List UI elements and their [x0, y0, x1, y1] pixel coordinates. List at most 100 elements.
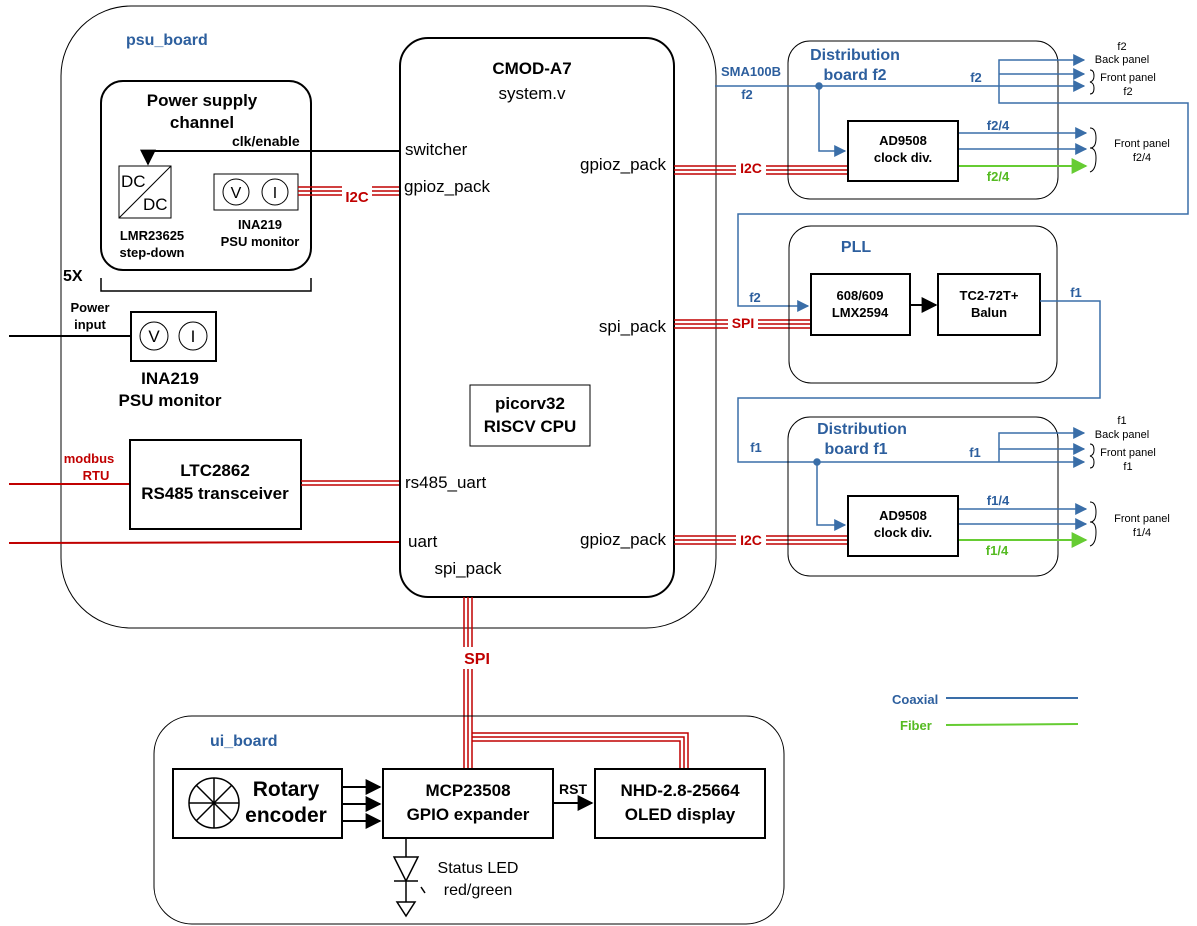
dc-bottom-label: DC [143, 195, 168, 214]
ina-input-label-1: INA219 [141, 369, 199, 388]
i2c-ina-label: I2C [345, 189, 369, 206]
f1-div4-green-label: f1/4 [986, 543, 1009, 558]
ina-channel-label-1: INA219 [238, 217, 282, 232]
mcp-label-1: MCP23508 [425, 781, 510, 800]
multiplier-bracket [100, 278, 312, 292]
encoder-to-mcp-lines [342, 779, 382, 829]
dist-f1-title-2: board f1 [824, 441, 887, 458]
ina-input-label-2: PSU monitor [119, 391, 222, 410]
rs485-bus [301, 480, 400, 486]
f1-div-brace [1089, 501, 1097, 547]
ina-channel-v: V [231, 185, 242, 202]
dc-top-label: DC [121, 172, 146, 191]
mcp-label-2: GPIO expander [407, 805, 530, 824]
psu-board-outline [60, 5, 717, 629]
port-gpioz-right-top: gpioz_pack [580, 155, 667, 174]
f1-div-front-panel-2: f1/4 [1133, 527, 1151, 539]
f1-front-panel: Front panel [1100, 447, 1156, 459]
led-label-1: Status LED [438, 860, 519, 877]
tc2-balun [937, 273, 1041, 336]
modbus-label-2: RTU [83, 468, 110, 483]
f2-div-front-panel-1: Front panel [1114, 138, 1170, 150]
f2-div4-blue-label: f2/4 [987, 118, 1010, 133]
power-channel-title-2: channel [170, 113, 234, 132]
dist-f2-title-1: Distribution [810, 47, 900, 64]
f2-div4-green-label: f2/4 [987, 169, 1010, 184]
port-rs485: rs485_uart [405, 473, 487, 492]
f1-div4-blue-label: f1/4 [987, 493, 1010, 508]
sma-label-2: f2 [741, 87, 753, 102]
modbus-label-1: modbus [64, 451, 115, 466]
dcdc-converter [118, 165, 172, 219]
distribution-board-f2 [787, 40, 1059, 200]
cmod-a7-box [399, 37, 675, 598]
i2c-bottom-label: I2C [740, 532, 762, 548]
ltc-label-2: RS485 transceiver [141, 484, 289, 503]
f1-div-front-panel-1: Front panel [1114, 513, 1170, 525]
power-channel-title-1: Power supply [147, 91, 258, 110]
dist-f2-f2-label: f2 [970, 70, 982, 85]
legend-fiber-label: Fiber [900, 718, 932, 733]
lmr-label-2: step-down [120, 245, 185, 260]
dist-f2-coax [715, 54, 1189, 312]
power-input-label-2: input [74, 317, 106, 332]
psu-board-title: psu_board [126, 32, 208, 49]
rotary-label-2: encoder [245, 804, 327, 827]
pll-out-label: f1 [1070, 285, 1082, 300]
rotary-label-1: Rotary [253, 778, 320, 801]
f1-back-panel-f: f1 [1117, 415, 1126, 427]
port-uart: uart [408, 532, 438, 551]
f1-front-panel-f: f1 [1123, 461, 1132, 473]
lmr-label-1: LMR23625 [120, 228, 184, 243]
balun-label-1: TC2-72T+ [960, 288, 1019, 303]
f2-front-panel: Front panel [1100, 72, 1156, 84]
dist-f1-f1-label: f1 [969, 445, 981, 460]
f2-front-brace [1089, 69, 1095, 95]
f1-back-panel: Back panel [1095, 429, 1149, 441]
oled-label-1: NHD-2.8-25664 [620, 781, 740, 800]
rst-label: RST [559, 781, 587, 797]
led-label-2: red/green [444, 882, 513, 899]
cmod-subtitle: system.v [498, 84, 566, 103]
picorv32-cpu [469, 384, 591, 447]
dist-f1-title-1: Distribution [817, 421, 907, 438]
ad9508-f1-label-2: clock div. [874, 525, 932, 540]
dist-f1-coax [813, 427, 1088, 531]
ad9508-f2-label-2: clock div. [874, 150, 932, 165]
port-spi-right: spi_pack [599, 317, 667, 336]
mcp23508-expander [382, 768, 554, 839]
ui-board-title: ui_board [210, 733, 278, 750]
multiplier-label: 5X [63, 268, 83, 285]
port-gpioz-right-bottom: gpioz_pack [580, 530, 667, 549]
legend-coaxial-label: Coaxial [892, 692, 938, 707]
oled-label-2: OLED display [625, 805, 736, 824]
spi-ui-bus [463, 597, 689, 770]
uart-line [8, 541, 401, 544]
balun-label-2: Balun [971, 305, 1007, 320]
status-led-icon [392, 838, 426, 918]
f2-back-panel: Back panel [1095, 54, 1149, 66]
ad9508-f1-label-1: AD9508 [879, 508, 927, 523]
rotary-encoder-icon [188, 777, 240, 829]
f1-front-brace [1089, 443, 1095, 469]
cpu-label-1: picorv32 [495, 394, 565, 413]
sma-label-1: SMA100B [721, 64, 781, 79]
legend-fiber-line [945, 723, 1079, 726]
distribution-board-f1 [787, 416, 1059, 577]
dist-f1-in-label: f1 [750, 440, 762, 455]
lmx-label-2: LMX2594 [832, 305, 889, 320]
power-supply-channel-box [100, 80, 312, 271]
clk-enable-line [140, 149, 400, 166]
ina219-input-monitor [130, 311, 217, 362]
f2-div-front-panel-2: f2/4 [1133, 152, 1151, 164]
oled-display [594, 768, 766, 839]
pll-in-label: f2 [749, 290, 761, 305]
f2-front-panel-f: f2 [1123, 86, 1132, 98]
ad9508-f2-label-1: AD9508 [879, 133, 927, 148]
dist-f2-title-2: board f2 [823, 67, 886, 84]
pll-board [788, 225, 1058, 384]
ina-input-i: I [191, 327, 196, 346]
f2-div-brace [1089, 127, 1097, 173]
ui-board-outline [153, 715, 785, 925]
